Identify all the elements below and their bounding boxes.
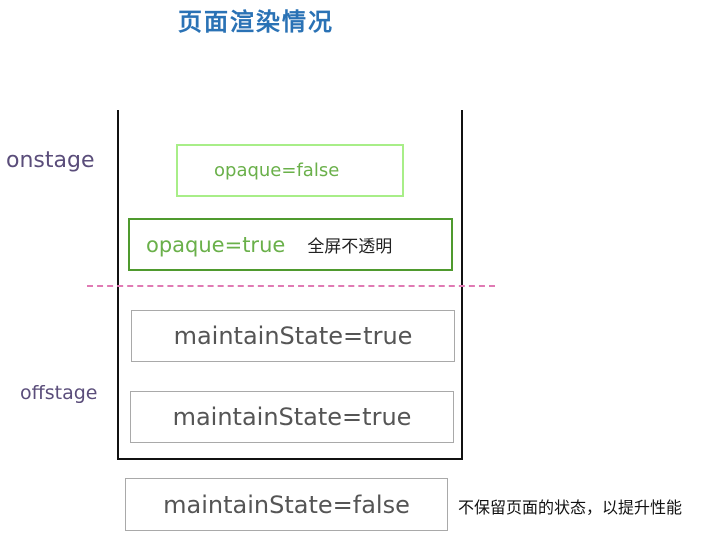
maintain-state-false-note: 不保留页面的状态，以提升性能 (458, 498, 683, 517)
onstage-label: onstage (6, 148, 95, 173)
opaque-false-text: opaque=false (214, 160, 340, 181)
opaque-true-note: 全屏不透明 (307, 237, 393, 257)
maintain-state-true-text-2: maintainState=true (172, 403, 412, 431)
maintain-state-false-box: maintainState=false (125, 478, 448, 531)
stage-divider-line (87, 285, 495, 287)
diagram-title: 页面渲染情况 (178, 7, 334, 36)
opaque-true-route-box: opaque=true 全屏不透明 (128, 218, 453, 271)
maintain-state-false-text: maintainState=false (163, 490, 410, 519)
maintain-state-true-box-1: maintainState=true (131, 310, 455, 362)
opaque-false-route-box: opaque=false (176, 144, 404, 197)
offstage-label: offstage (20, 382, 98, 404)
opaque-true-text: opaque=true (146, 232, 286, 257)
maintain-state-true-text-1: maintainState=true (173, 322, 413, 350)
maintain-state-true-box-2: maintainState=true (130, 391, 454, 443)
